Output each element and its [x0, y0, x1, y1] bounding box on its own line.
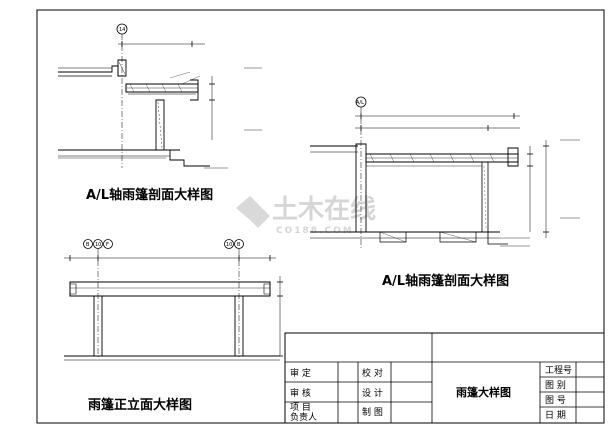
- watermark-main: 土木在线: [272, 195, 376, 225]
- section-1-title: A/L轴雨篷剖面大样图: [86, 187, 213, 203]
- watermark: 土木在线 CO188.COM: [236, 195, 376, 236]
- tb-zhitu: 制 图: [362, 406, 383, 418]
- tb-shending: 审 定: [290, 367, 311, 379]
- title-block: [285, 333, 604, 423]
- axis-mark-sec2: A/L: [356, 100, 364, 106]
- tb-fuzeren: 负责人: [290, 411, 317, 423]
- tb-shenhe: 审 核: [290, 387, 311, 399]
- tb-jiaodui: 校 对: [362, 367, 383, 379]
- section-2-title: A/L轴雨篷剖面大样图: [382, 273, 509, 289]
- section-detail-2: [310, 97, 580, 250]
- axis-mark-elev-1: B: [86, 242, 90, 248]
- watermark-logo-icon: [236, 196, 270, 228]
- tb-drawing-name: 雨篷大样图: [456, 385, 511, 399]
- axis-mark-elev-2: 10: [95, 242, 101, 248]
- tb-xiangmu: 项 目: [290, 402, 311, 413]
- tb-riqi: 日 期: [545, 410, 566, 421]
- axis-mark-elev-3: F: [106, 242, 109, 248]
- axis-mark-sec1: 14: [119, 27, 125, 33]
- watermark-sub: CO188.COM: [276, 226, 354, 236]
- axis-mark-elev-4: 10: [226, 242, 232, 248]
- elevation-title: 雨篷正立面大样图: [88, 397, 192, 413]
- tb-tuhao: 图 号: [545, 395, 566, 406]
- tb-tubie: 图 别: [545, 380, 566, 391]
- section-detail-1: [58, 24, 262, 168]
- tb-gongchenghao: 工程号: [545, 365, 572, 376]
- elevation-detail: [64, 240, 283, 361]
- tb-sheji: 设 计: [362, 387, 383, 399]
- axis-mark-elev-5: B: [237, 242, 241, 248]
